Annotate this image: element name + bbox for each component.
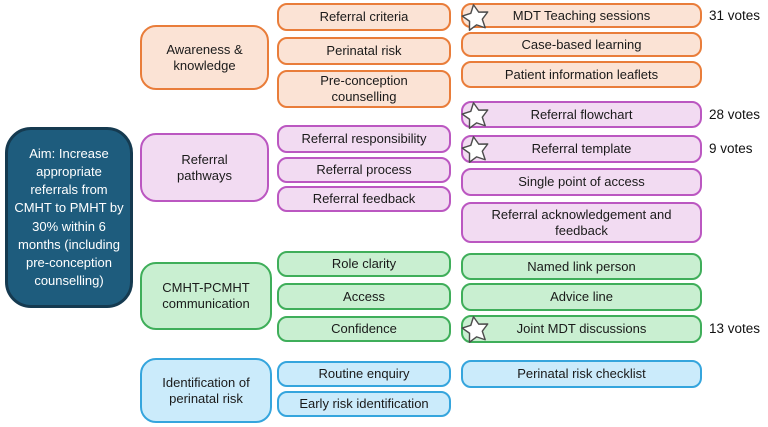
change-idea-referral-template: Referral template [461, 135, 702, 163]
secondary-driver-referral-feedback: Referral feedback [277, 186, 451, 212]
secondary-driver-routine-enquiry: Routine enquiry [277, 361, 451, 387]
change-idea-patient-information-leaflets: Patient information leaflets [461, 61, 702, 88]
change-idea-mdt-teaching-sessions: MDT Teaching sessions [461, 3, 702, 31]
star-icon [460, 133, 491, 166]
secondary-driver-referral-criteria: Referral criteria [277, 3, 451, 31]
vote-count-referral-flowchart: 28 votes [709, 107, 761, 122]
secondary-driver-referral-responsibility: Referral responsibility [277, 125, 451, 153]
secondary-driver-access: Access [277, 283, 451, 310]
star-icon [460, 99, 491, 132]
aim-box: Aim: Increase appropriate referrals from… [5, 127, 133, 308]
secondary-driver-confidence: Confidence [277, 316, 451, 342]
star-icon [460, 1, 491, 34]
change-idea-single-point-of-access: Single point of access [461, 168, 702, 196]
change-idea-perinatal-risk-checklist: Perinatal risk checklist [461, 360, 702, 388]
change-idea-label: MDT Teaching sessions [512, 7, 651, 23]
secondary-driver-referral-process: Referral process [277, 157, 451, 183]
secondary-driver-early-risk-identification: Early risk identification [277, 391, 451, 417]
change-idea-referral-flowchart: Referral flowchart [461, 101, 702, 129]
change-idea-named-link-person: Named link person [461, 253, 702, 280]
change-idea-referral-acknowledgement-feedback: Referral acknowledgement and feedback [461, 202, 702, 243]
change-idea-case-based-learning: Case-based learning [461, 32, 702, 57]
primary-driver-awareness-knowledge: Awareness & knowledge [140, 25, 269, 90]
change-idea-label: Referral flowchart [530, 106, 633, 122]
primary-driver-identification-perinatal-risk: Identification of perinatal risk [140, 358, 272, 423]
secondary-driver-pre-conception-counselling: Pre-conception counselling [277, 70, 451, 108]
primary-driver-referral-pathways: Referral pathways [140, 133, 269, 202]
change-idea-label: Referral template [531, 141, 632, 157]
change-idea-advice-line: Advice line [461, 283, 702, 311]
secondary-driver-role-clarity: Role clarity [277, 251, 451, 277]
primary-driver-cmht-pcmht-communication: CMHT-PCMHT communication [140, 262, 272, 330]
vote-count-referral-template: 9 votes [709, 141, 753, 156]
secondary-driver-perinatal-risk: Perinatal risk [277, 37, 451, 65]
vote-count-mdt-teaching-sessions: 31 votes [709, 8, 761, 23]
change-idea-label: Joint MDT discussions [516, 321, 647, 337]
star-icon [460, 313, 491, 346]
primary-driver-label: Referral pathways [177, 151, 232, 183]
change-idea-joint-mdt-discussions: Joint MDT discussions [461, 315, 702, 343]
vote-count-joint-mdt-discussions: 13 votes [709, 321, 761, 336]
